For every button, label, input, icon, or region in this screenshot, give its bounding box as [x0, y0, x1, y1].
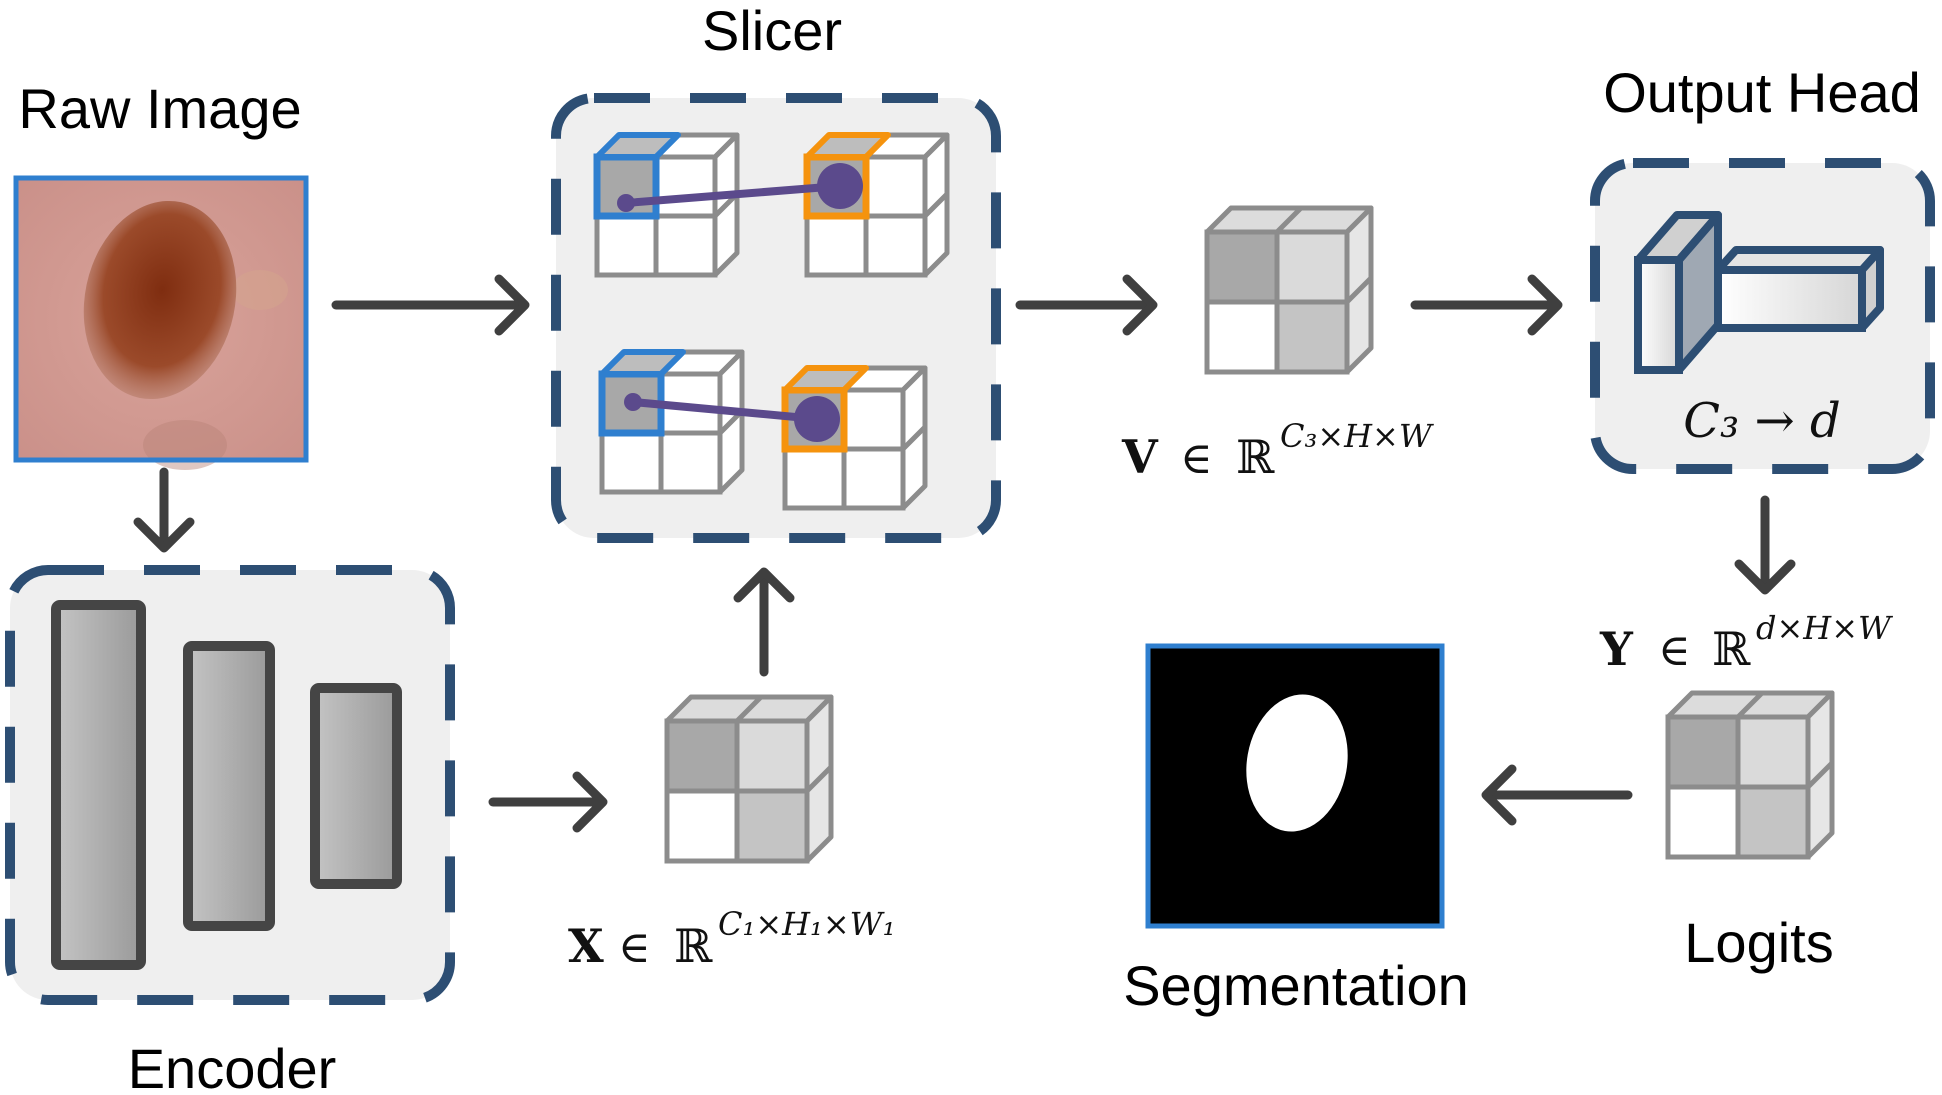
logits-cube	[1668, 693, 1832, 857]
v-shape-label: V ∈ ℝ C₃×H×W	[1121, 417, 1435, 484]
arrow-v-to-head	[1410, 279, 1558, 331]
arrow-image-to-encoder	[138, 467, 190, 548]
encoder-title: Encoder	[128, 1037, 337, 1095]
similarity-link-top	[622, 182, 844, 207]
segmentation-mask	[1145, 643, 1445, 929]
svg-text:∈: ∈	[1658, 625, 1691, 676]
svg-text:V: V	[1121, 430, 1159, 484]
head-projection-label: C₃ → d	[1683, 393, 1840, 449]
svg-text:∈: ∈	[1180, 433, 1213, 484]
svg-text:X: X	[568, 919, 604, 973]
encoder-stage-3	[310, 683, 402, 889]
svg-text:ℝ: ℝ	[674, 919, 713, 973]
head-block-input	[1634, 256, 1683, 374]
svg-text:C₁×H₁×W₁: C₁×H₁×W₁	[718, 905, 895, 943]
arrow-slicer-to-v	[1015, 279, 1153, 331]
encoder-stage-2	[183, 641, 275, 931]
svg-text:C₃×H×W: C₃×H×W	[1280, 417, 1435, 455]
arrow-logits-to-segmentation	[1486, 769, 1633, 821]
encoder-panel	[5, 565, 455, 1005]
raw-image-title: Raw Image	[18, 77, 301, 140]
svg-text:ℝ: ℝ	[1712, 622, 1751, 676]
raw-image	[13, 175, 309, 470]
arrow-x-to-slicer	[738, 572, 790, 677]
slicer-panel	[551, 93, 1001, 543]
x-shape-label: X ∈ ℝ C₁×H₁×W₁	[568, 905, 895, 973]
svg-text:ℝ: ℝ	[1236, 430, 1275, 484]
logits-title: Logits	[1684, 911, 1833, 974]
svg-text:∈: ∈	[618, 922, 651, 973]
feature-cube-v	[1207, 208, 1371, 372]
head-block-output	[1714, 266, 1866, 332]
arrow-head-to-logits	[1739, 495, 1791, 590]
output-head-panel: C₃ → d	[1590, 158, 1935, 474]
arrow-encoder-to-x	[488, 776, 603, 828]
svg-text:d×H×W: d×H×W	[1756, 609, 1894, 647]
arrow-image-to-slicer	[331, 279, 525, 331]
output-head-title: Output Head	[1603, 61, 1921, 124]
encoder-stage-1	[51, 600, 146, 970]
y-shape-label: Y ∈ ℝ d×H×W	[1599, 609, 1894, 676]
slicer-title: Slicer	[702, 0, 842, 62]
feature-cube-x	[667, 697, 831, 861]
segmentation-title: Segmentation	[1123, 954, 1469, 1017]
svg-text:Y: Y	[1599, 622, 1634, 676]
similarity-link-bottom	[629, 398, 821, 423]
